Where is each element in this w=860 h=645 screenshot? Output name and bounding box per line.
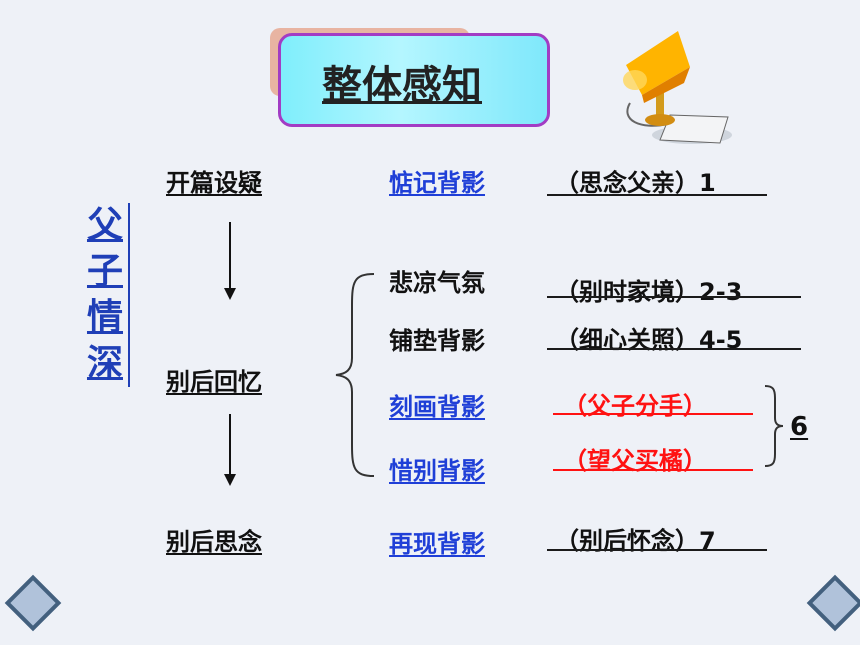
title-box [278,33,550,127]
row-1-detail: （思念父亲）1 [555,169,716,197]
label-middle: 别后回忆 [166,368,262,396]
slide-title: 整体感知 [322,63,482,109]
arrow-down-1-shaft [229,222,231,288]
right-brace [763,384,785,468]
middle-brace [332,270,377,480]
side-title-char: 父 [86,205,123,246]
arrow-down-1-icon [224,288,236,300]
label-start: 开篇设疑 [166,169,262,197]
next-diamond-icon[interactable] [806,574,860,632]
lamp-icon [600,25,770,150]
row-1-topic-link[interactable]: 惦记背影 [389,169,485,197]
arrow-down-2-icon [224,474,236,486]
row-4-detail: （父子分手） [563,392,707,420]
row-6-topic-link[interactable]: 再现背影 [389,530,485,558]
side-title-char: 情 [86,297,123,338]
row-2-line [547,296,801,298]
row-3-line [547,348,801,350]
arrow-down-2-shaft [229,414,231,474]
row-3-topic: 铺垫背影 [389,327,485,355]
row-1-line [547,194,767,196]
row-4-line [553,413,753,415]
row-5-line [553,469,753,471]
side-title-char: 子 [86,251,123,292]
side-title: 父 子 情 深 [82,203,130,387]
side-title-char: 深 [86,343,123,384]
paragraph-number: 6 [790,412,809,442]
row-4-topic-link[interactable]: 刻画背影 [389,393,485,421]
label-end: 别后思念 [166,528,262,556]
row-2-topic: 悲凉气氛 [389,269,485,297]
prev-diamond-icon[interactable] [4,574,62,632]
row-5-topic-link[interactable]: 惜别背影 [389,457,485,485]
row-2-detail: （别时家境）2-3 [555,278,743,306]
row-6-line [547,549,767,551]
